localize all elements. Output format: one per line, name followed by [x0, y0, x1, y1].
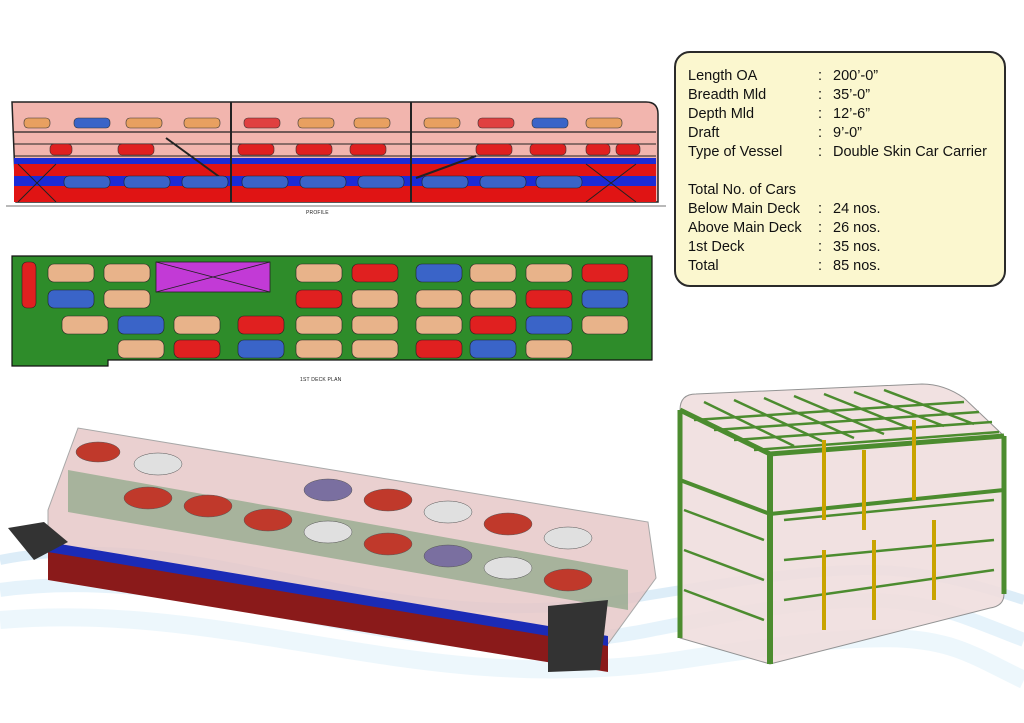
ship-3d-render	[8, 427, 657, 672]
spec-separator: :	[818, 87, 823, 103]
spec-label: Type of Vessel	[688, 144, 783, 160]
spec-label: Draft	[688, 125, 720, 141]
frame-pillars	[822, 420, 936, 630]
cars-separator: :	[818, 201, 823, 217]
deck-plan-caption: 1ST DECK PLAN	[300, 377, 342, 383]
spec-value: 35’-0”	[833, 87, 871, 103]
spec-label: Depth Mld	[688, 106, 755, 122]
specifications-panel: Length OA : 200’-0” Breadth Mld : 35’-0”…	[674, 51, 1006, 287]
spec-value: 9’-0”	[833, 125, 863, 141]
cars-separator: :	[818, 239, 823, 255]
cars-label: 1st Deck	[688, 239, 745, 255]
cars-label: Total	[688, 258, 719, 274]
profile-drawing	[6, 101, 666, 207]
cars-value: 24 nos.	[833, 201, 881, 217]
spec-value: 200’-0”	[833, 68, 879, 84]
spec-separator: :	[818, 68, 823, 84]
cars-heading-text: Total No. of Cars	[688, 182, 796, 198]
profile-caption: PROFILE	[306, 210, 329, 216]
spec-label: Length OA	[688, 68, 758, 84]
frame-grid	[683, 388, 1000, 622]
spec-separator: :	[818, 125, 823, 141]
cars-label: Above Main Deck	[688, 220, 802, 236]
cars-label: Below Main Deck	[688, 201, 801, 217]
cars-value: 35 nos.	[833, 239, 881, 255]
plan-car-grid	[21, 261, 629, 359]
cars-value: 85 nos.	[833, 258, 881, 274]
spec-separator: :	[818, 144, 823, 160]
spec-separator: :	[818, 106, 823, 122]
render-cars	[75, 441, 593, 592]
deck-plan-drawing	[11, 255, 653, 367]
structure-frame-render	[677, 383, 1007, 665]
cars-separator: :	[818, 258, 823, 274]
profile-cars-middle	[49, 143, 641, 156]
spec-value: 12’-6”	[833, 106, 871, 122]
profile-cars-upper	[23, 117, 623, 129]
spec-value: Double Skin Car Carrier	[833, 144, 987, 160]
cars-separator: :	[818, 220, 823, 236]
profile-cars-lower	[63, 175, 583, 189]
cars-value: 26 nos.	[833, 220, 881, 236]
spec-label: Breadth Mld	[688, 87, 767, 103]
